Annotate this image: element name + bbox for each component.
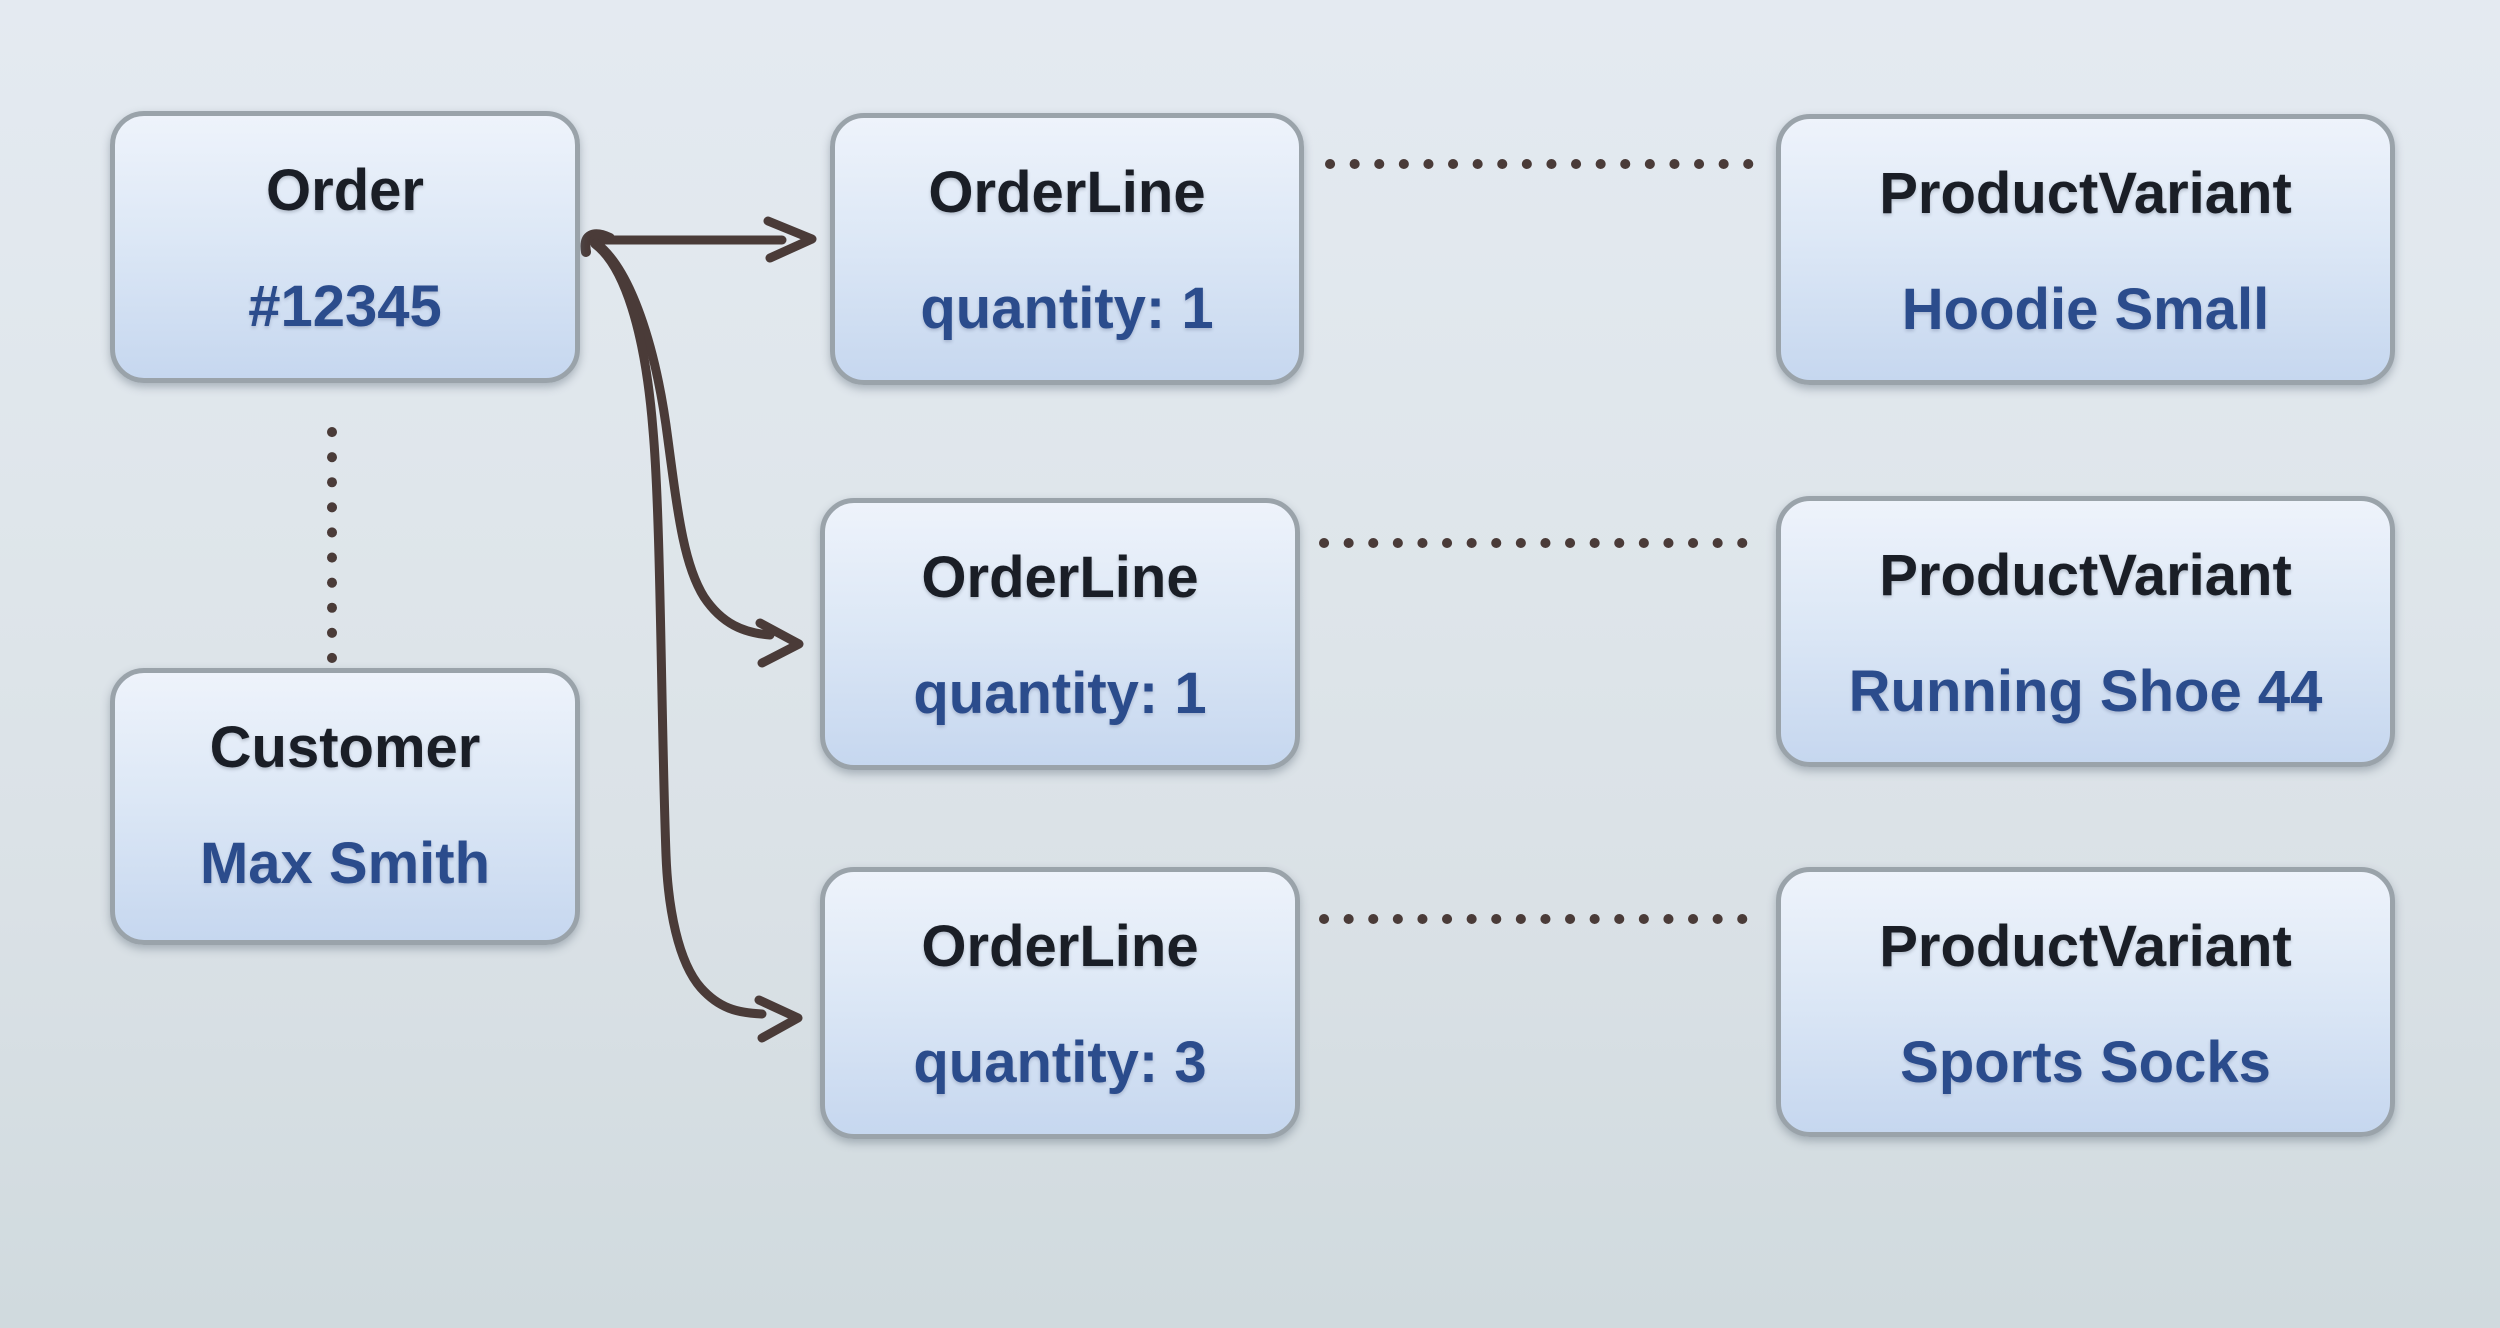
orderline2-value: quantity: 1 [913,661,1207,726]
productvariant3-value: Sports Socks [1900,1030,2271,1095]
order-node: Order #12345 [110,111,580,383]
order-value: #12345 [248,274,442,339]
productvariant1-title: ProductVariant [1879,161,2292,226]
order-orderline3-arrowhead [754,995,803,1043]
order-orderline3-arrow-shaft [590,239,767,1019]
orderline1-node: OrderLine quantity: 1 [830,113,1304,385]
productvariant3-node: ProductVariant Sports Socks [1776,867,2395,1137]
orderline3-title: OrderLine [921,914,1199,979]
productvariant3-title: ProductVariant [1879,914,2292,979]
orderline1-title: OrderLine [928,160,1206,225]
order-orderline1-arrowhead [763,216,817,263]
order-orderline2-arrow-shaft [591,238,775,640]
productvariant2-title: ProductVariant [1879,543,2292,608]
orderline3-node: OrderLine quantity: 3 [820,867,1300,1139]
orderline3-value: quantity: 3 [913,1030,1207,1095]
customer-title: Customer [209,715,481,780]
orderline2-title: OrderLine [921,545,1199,610]
customer-value: Max Smith [199,831,491,896]
productvariant1-value: Hoodie Small [1901,277,2270,342]
orderline2-node: OrderLine quantity: 1 [820,498,1300,770]
productvariant1-node: ProductVariant Hoodie Small [1776,114,2395,385]
productvariant2-node: ProductVariant Running Shoe 44 [1776,496,2395,767]
orderline1-value: quantity: 1 [920,276,1214,341]
order-orderline2-arrowhead [755,618,804,668]
productvariant2-value: Running Shoe 44 [1848,659,2323,724]
order-title: Order [266,158,424,223]
customer-node: Customer Max Smith [110,668,580,945]
